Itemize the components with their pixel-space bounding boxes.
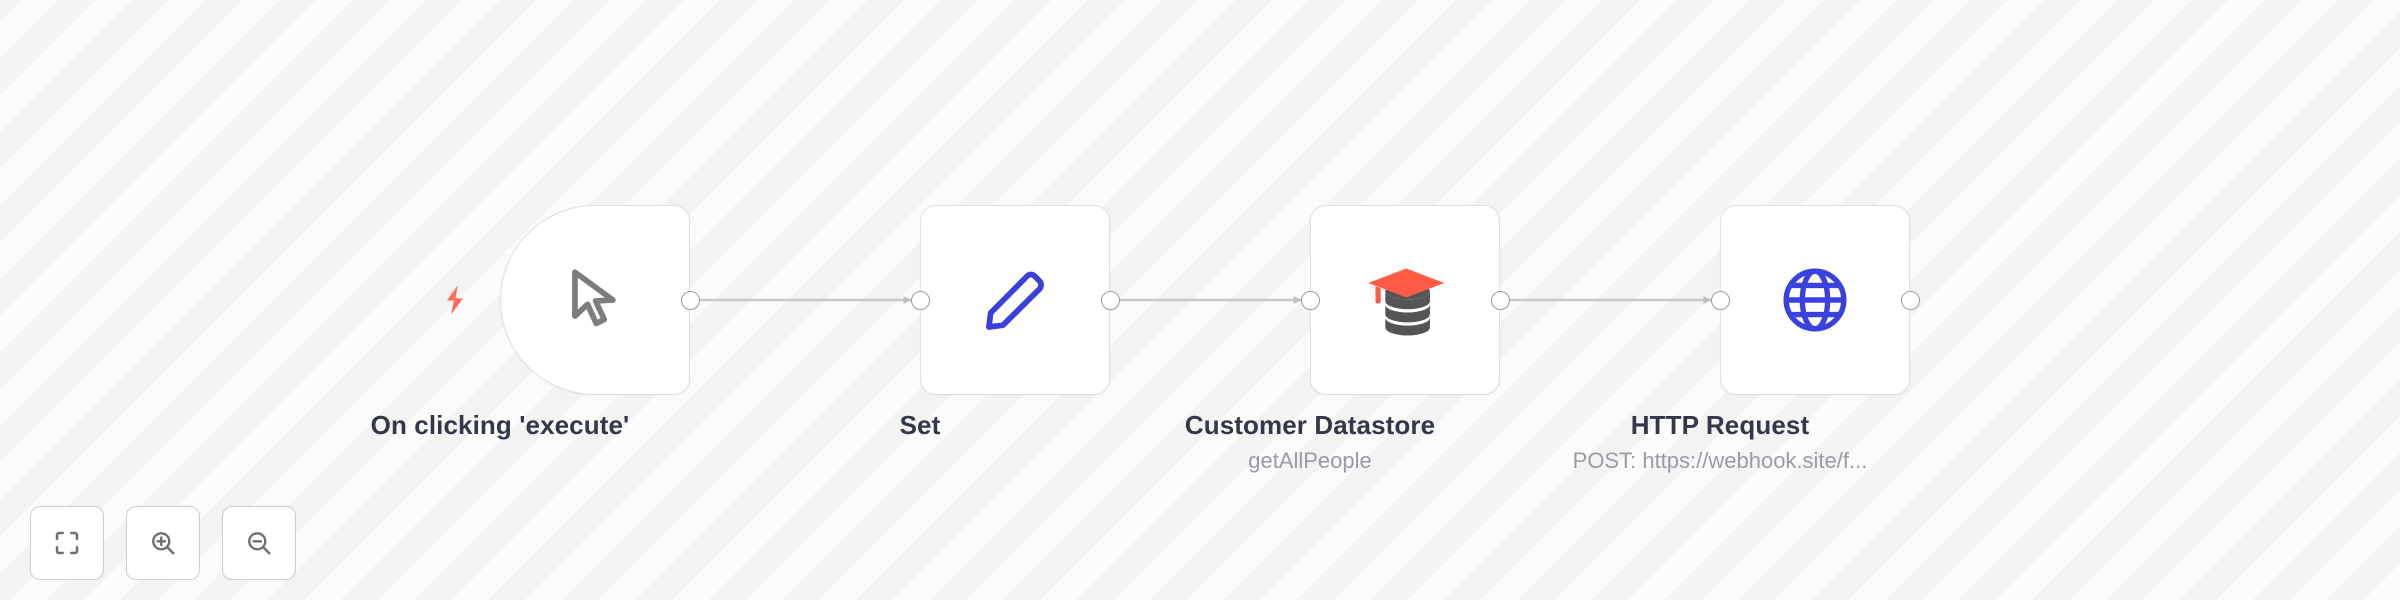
magnifier-minus-icon: [244, 528, 274, 558]
output-endpoint-customer-datastore[interactable]: [1490, 290, 1510, 310]
fit-corners-icon: [52, 528, 82, 558]
input-endpoint-http-request[interactable]: [1710, 290, 1730, 310]
magnifier-plus-icon: [148, 528, 178, 558]
input-endpoint-set[interactable]: [910, 290, 930, 310]
zoom-in-button[interactable]: [126, 506, 200, 580]
output-endpoint-trigger[interactable]: [680, 290, 700, 310]
zoom-out-button[interactable]: [222, 506, 296, 580]
zoom-controls: [30, 506, 296, 580]
graduation-cap-database-icon: [1363, 258, 1447, 342]
output-endpoint-set[interactable]: [1100, 290, 1120, 310]
input-endpoint-customer-datastore[interactable]: [1300, 290, 1320, 310]
zoom-to-fit-button[interactable]: [30, 506, 104, 580]
node-box-set[interactable]: [920, 205, 1110, 395]
node-box-customer-datastore[interactable]: [1310, 205, 1500, 395]
node-label-http-request: HTTP Request: [1630, 410, 1810, 440]
output-endpoint-http-request[interactable]: [1900, 290, 1920, 310]
node-label-trigger: On clicking 'execute': [370, 410, 630, 440]
node-label-set: Set: [899, 410, 941, 440]
node-subtitle-customer-datastore: getAllPeople: [1248, 448, 1372, 473]
cursor-pointer-icon: [558, 263, 632, 337]
pen-icon: [979, 264, 1051, 336]
globe-icon: [1777, 262, 1853, 338]
node-label-customer-datastore: Customer Datastore: [1184, 410, 1436, 440]
node-subtitle-http-request: POST: https://webhook.site/f...: [1572, 448, 1868, 473]
trigger-bolt-icon: [442, 285, 468, 315]
node-box-trigger[interactable]: [500, 205, 690, 395]
node-box-http-request[interactable]: [1720, 205, 1910, 395]
